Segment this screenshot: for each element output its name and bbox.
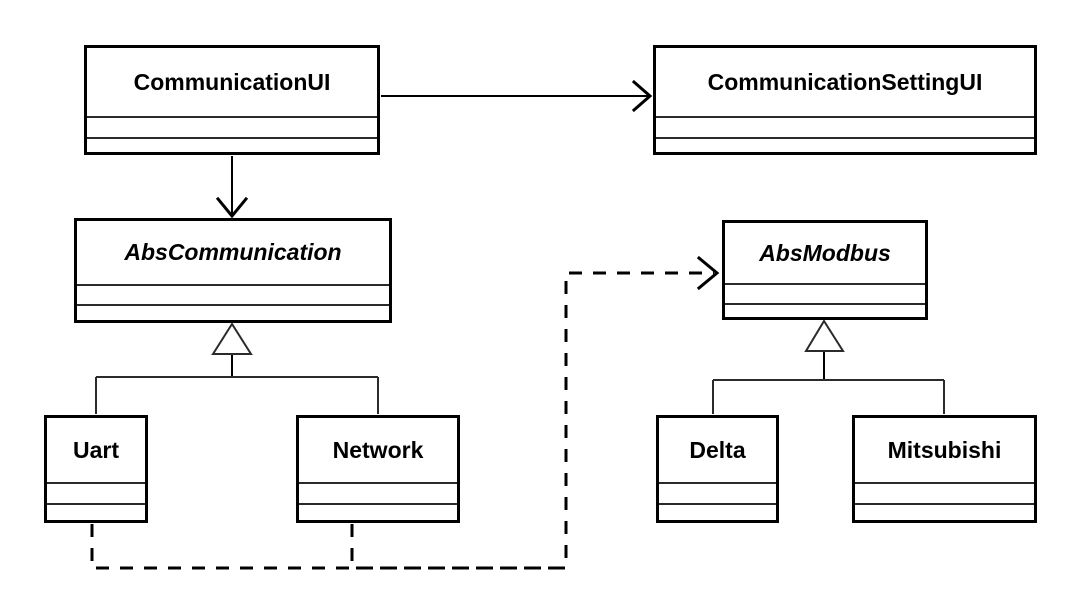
class-name-abs-modbus: AbsModbus bbox=[759, 239, 891, 266]
class-operations-compartment bbox=[656, 137, 1034, 152]
class-attributes-compartment bbox=[656, 116, 1034, 137]
class-attributes-compartment bbox=[299, 482, 457, 503]
class-attributes-compartment bbox=[659, 482, 776, 503]
class-operations-compartment bbox=[659, 503, 776, 520]
class-attributes-compartment bbox=[855, 482, 1034, 503]
class-name-mitsubishi: Mitsubishi bbox=[887, 436, 1002, 463]
class-attributes-compartment bbox=[47, 482, 145, 503]
class-box-abs-modbus[interactable]: AbsModbus bbox=[722, 220, 928, 320]
hollow-triangle-arrowhead-icon bbox=[211, 322, 253, 355]
class-name-communication-ui: CommunicationUI bbox=[133, 68, 331, 95]
class-box-abs-communication[interactable]: AbsCommunication bbox=[74, 218, 392, 323]
open-arrowhead-icon bbox=[215, 196, 249, 219]
class-name-network: Network bbox=[332, 436, 424, 463]
class-name-uart: Uart bbox=[72, 436, 119, 463]
edge-group-right-generalization bbox=[712, 319, 945, 414]
class-box-uart[interactable]: Uart bbox=[44, 415, 148, 523]
class-box-communication-ui[interactable]: CommunicationUI bbox=[84, 45, 380, 155]
open-arrowhead-icon bbox=[631, 79, 653, 113]
class-name-abs-communication: AbsCommunication bbox=[124, 239, 342, 265]
class-operations-compartment bbox=[47, 503, 145, 520]
edge-group-left-generalization bbox=[95, 322, 379, 414]
edge-network-to-abs-modbus-dependency bbox=[350, 524, 566, 570]
dependency-dashed-line bbox=[350, 524, 566, 570]
edge-communication-ui-to-abs-communication bbox=[215, 156, 249, 219]
class-name-communication-setting-ui: CommunicationSettingUI bbox=[707, 68, 983, 95]
edge-communication-ui-to-communication-setting-ui bbox=[381, 79, 653, 113]
hollow-triangle-arrowhead-icon bbox=[804, 319, 845, 352]
class-operations-compartment bbox=[299, 503, 457, 520]
class-attributes-compartment bbox=[77, 284, 389, 304]
class-operations-compartment bbox=[725, 303, 925, 317]
class-attributes-compartment bbox=[87, 116, 377, 137]
class-attributes-compartment bbox=[725, 283, 925, 303]
class-operations-compartment bbox=[77, 304, 389, 320]
class-name-delta: Delta bbox=[689, 436, 746, 463]
class-box-network[interactable]: Network bbox=[296, 415, 460, 523]
class-operations-compartment bbox=[87, 137, 377, 152]
open-arrowhead-icon bbox=[696, 255, 720, 291]
class-box-delta[interactable]: Delta bbox=[656, 415, 779, 523]
class-box-mitsubishi[interactable]: Mitsubishi bbox=[852, 415, 1037, 523]
class-operations-compartment bbox=[855, 503, 1034, 520]
class-box-communication-setting-ui[interactable]: CommunicationSettingUI bbox=[653, 45, 1037, 155]
